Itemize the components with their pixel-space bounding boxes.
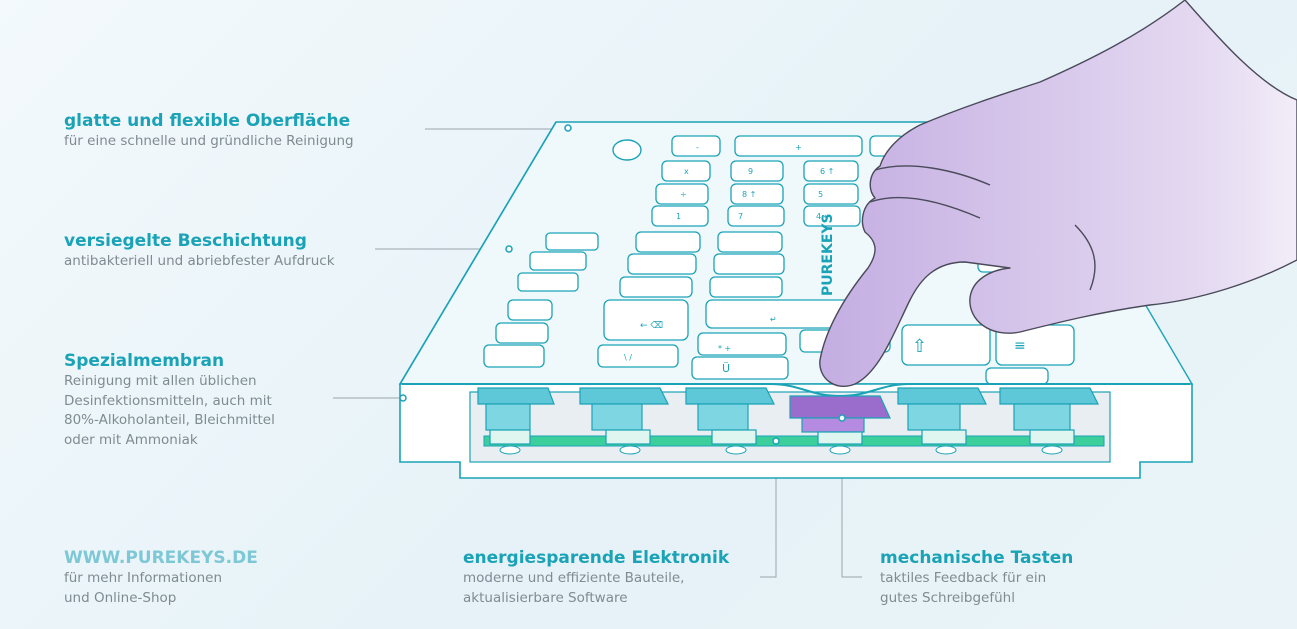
- svg-text:* +: * +: [718, 344, 731, 353]
- callout-membrane-desc: Reinigung mit allen üblichen Desinfektio…: [64, 373, 275, 448]
- finger-line-1: [869, 196, 981, 219]
- svg-text:⇧: ⇧: [912, 336, 927, 357]
- svg-text:7: 7: [738, 212, 743, 221]
- callout-surface: glatte und flexible Oberfläche für eine …: [64, 110, 354, 152]
- callout-mechanical-title: mechanische Tasten: [880, 548, 1074, 568]
- svg-text:8 ↑: 8 ↑: [742, 190, 756, 199]
- callout-membrane: Spezialmembran Reinigung mit allen üblic…: [64, 350, 275, 450]
- standoffs: [499, 445, 1063, 455]
- callout-mechanical: mechanische Tasten taktiles Feedback für…: [880, 547, 1073, 608]
- keyboard-body-section: [399, 383, 1193, 479]
- callout-coating-desc: antibakteriell und abriebfester Aufdruck: [64, 253, 335, 269]
- svg-text:+: +: [795, 143, 802, 152]
- svg-text:-: -: [696, 143, 699, 152]
- callout-electronics-desc: moderne und effiziente Bauteile, aktuali…: [463, 570, 685, 606]
- svg-text:5: 5: [818, 190, 823, 199]
- keyboard-logo: PUREKEYS: [820, 213, 836, 296]
- callout-electronics-title: energiesparende Elektronik: [463, 548, 730, 568]
- callout-surface-desc: für eine schnelle und gründliche Reinigu…: [64, 133, 354, 149]
- callout-mechanical-desc: taktiles Feedback für ein gutes Schreibg…: [880, 570, 1047, 606]
- svg-text:Ü: Ü: [722, 362, 730, 375]
- key-legends: - + x 9 6 ↑ ÷ 8 ↑ 5 1 7 4 ← ← ⌫ * + Ü ↵ …: [624, 143, 1026, 375]
- svg-text:1: 1: [676, 212, 681, 221]
- switch-5: [897, 387, 987, 445]
- mechanical-switches: [477, 387, 1099, 445]
- switch-3: [685, 387, 775, 445]
- svg-text:4 ←: 4 ←: [816, 212, 831, 221]
- callout-electronics: energiesparende Elektronik moderne und e…: [463, 547, 729, 608]
- svg-text:6 ↑: 6 ↑: [820, 167, 834, 176]
- esc-key: [612, 139, 642, 161]
- callout-coating-title: versiegelte Beschichtung: [64, 231, 307, 251]
- callout-surface-title: glatte und flexible Oberfläche: [64, 111, 351, 131]
- svg-text:9: 9: [748, 167, 753, 176]
- hand-illustration: [819, 0, 1297, 387]
- svg-text:≡: ≡: [1014, 338, 1026, 354]
- leader-dots: [399, 124, 846, 445]
- svg-text:← ⌫: ← ⌫: [640, 321, 663, 331]
- keys-group: [483, 135, 1075, 385]
- knuckle-line: [1074, 224, 1096, 291]
- switch-2: [579, 387, 669, 445]
- website-link[interactable]: WWW.PUREKEYS.DE: [64, 548, 258, 568]
- callout-membrane-title: Spezialmembran: [64, 351, 225, 371]
- hand-shape: [819, 0, 1297, 387]
- svg-text:↵: ↵: [770, 315, 777, 324]
- switch-6: [999, 387, 1099, 445]
- svg-text:÷: ÷: [680, 190, 687, 199]
- pcb-board: [483, 435, 1105, 447]
- switch-pressed: [789, 395, 891, 445]
- finger-line-2: [874, 165, 991, 186]
- callout-coating: versiegelte Beschichtung antibakteriell …: [64, 230, 335, 272]
- svg-text:x: x: [684, 167, 689, 176]
- switch-1: [477, 387, 555, 445]
- callout-website-desc: für mehr Informationen und Online-Shop: [64, 570, 223, 606]
- leader-electronics: [760, 443, 777, 578]
- callout-website: WWW.PUREKEYS.DE für mehr Informationen u…: [64, 547, 258, 608]
- svg-text:\ /: \ /: [624, 353, 632, 362]
